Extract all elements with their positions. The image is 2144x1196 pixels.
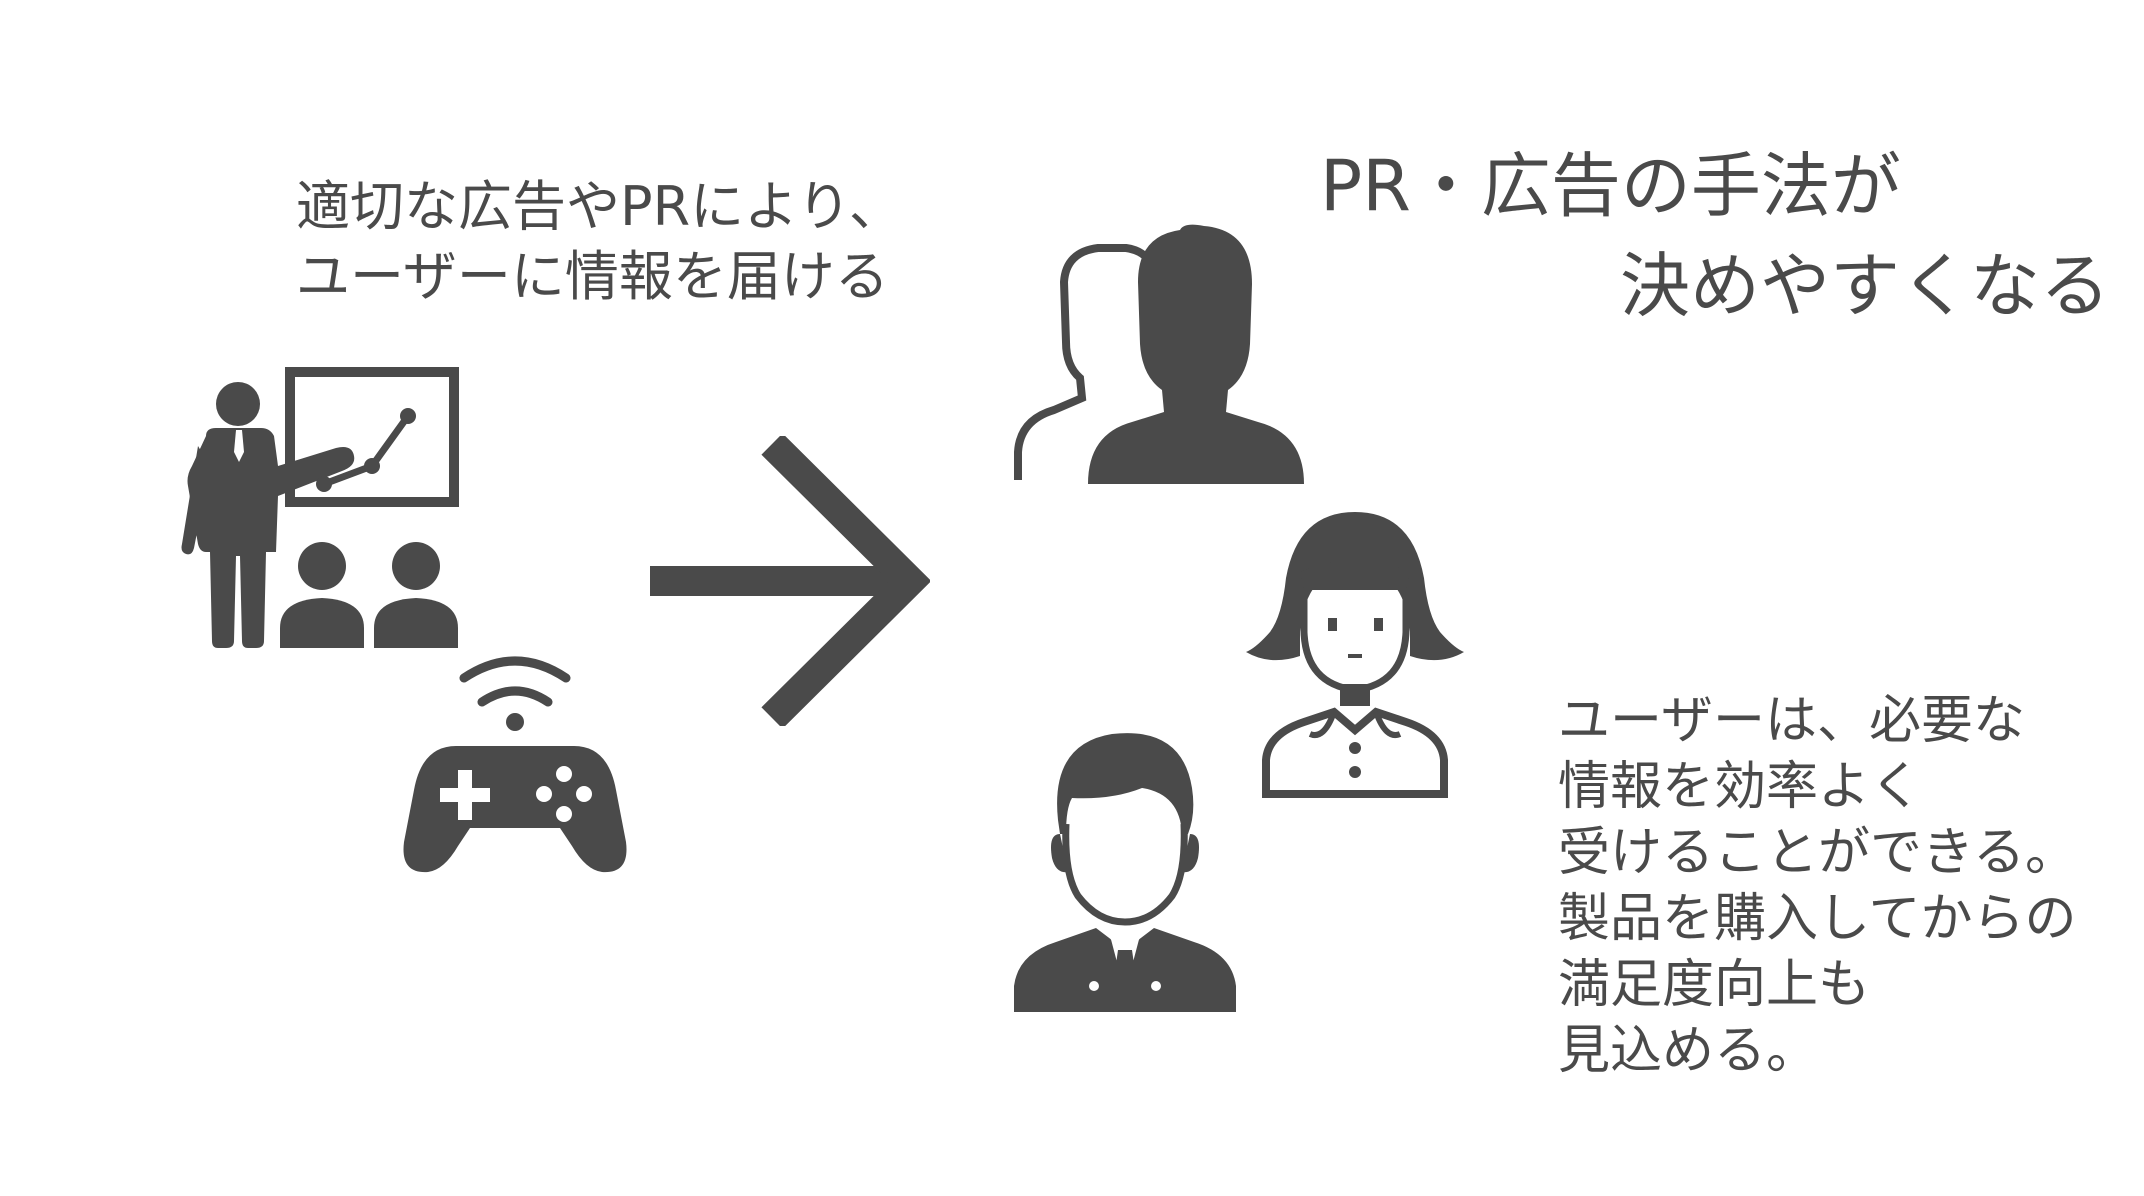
right-headline-line-2: 決めやすくなる — [1620, 245, 2110, 327]
businessman-avatar-icon — [1014, 733, 1236, 1012]
right-caption-line-1: ユーザーは、必要な — [1558, 691, 2025, 751]
right-headline-line-1: PR・広告の手法が — [1320, 145, 1901, 227]
right-caption-line-2: 情報を効率よく — [1558, 757, 1923, 817]
right-caption-line-4: 製品を購入してからの — [1558, 889, 2077, 949]
wireless-game-controller-icon — [403, 656, 627, 873]
right-caption-line-5: 満足度向上も — [1558, 955, 1871, 1015]
woman-avatar-icon — [1246, 512, 1464, 798]
left-caption-line-1: 適切な広告やPRにより、 — [296, 175, 903, 238]
right-caption: ユーザーは、必要な 情報を効率よく 受けることができる。 製品を購入してからの … — [1558, 688, 2077, 1084]
user-group-icon — [1014, 224, 1304, 484]
arrow-right-icon — [650, 436, 930, 726]
presenter-chart-icon — [181, 367, 459, 648]
left-caption: 適切な広告やPRにより、 ユーザーに情報を届ける — [296, 172, 903, 312]
audience-icon — [280, 542, 458, 648]
right-caption-line-6: 見込める。 — [1558, 1021, 1819, 1081]
right-caption-line-3: 受けることができる。 — [1558, 823, 2077, 883]
left-caption-line-2: ユーザーに情報を届ける — [296, 245, 889, 308]
right-headline: PR・広告の手法が 決めやすくなる — [1320, 136, 2110, 336]
